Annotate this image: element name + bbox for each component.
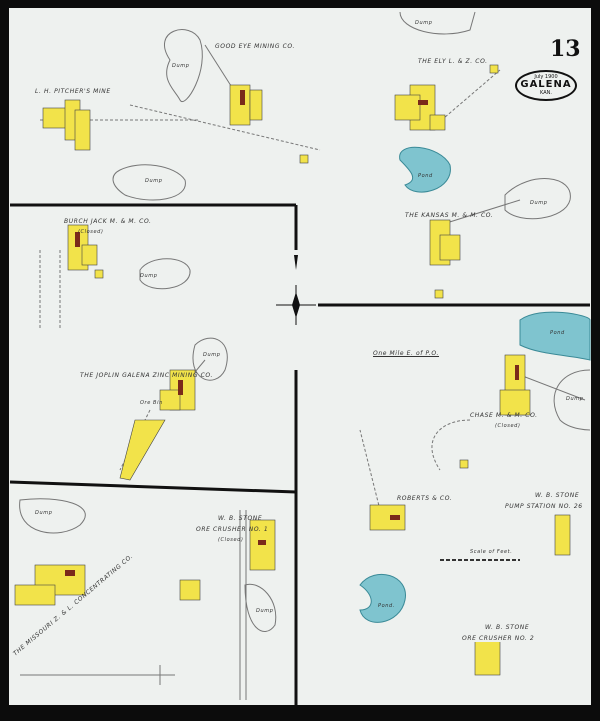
building: [94, 269, 104, 279]
label-dump: Dump: [415, 20, 433, 26]
label-pond: Pond: [550, 330, 565, 336]
label-dump: Dump: [203, 352, 221, 358]
label-crusher1-status: (Closed): [218, 537, 244, 543]
label-pond: Pond: [418, 173, 433, 179]
ponds: [359, 146, 591, 623]
label-ore-bin: Ore Bin: [140, 400, 163, 406]
building: [42, 107, 69, 129]
building: [394, 94, 421, 121]
label-pond: Pond.: [378, 603, 396, 609]
brick-structures: [65, 90, 519, 576]
label-kansas: The Kansas M. & M. Co.: [405, 212, 494, 219]
dump-outline: [112, 164, 186, 201]
building: [554, 514, 571, 556]
dump-outline: [399, 11, 476, 35]
label-burch-status: (Closed): [78, 229, 104, 235]
label-one-mile: One Mile E. of P.O.: [373, 350, 440, 357]
pond: [399, 146, 451, 193]
label-roberts: Roberts & Co.: [397, 495, 453, 502]
label-crusher1: W. B. Stone: [218, 515, 263, 522]
label-pitcher: L. H. Pitcher's Mine: [35, 88, 111, 95]
building: [81, 244, 98, 266]
label-joplin: The Joplin Galena Zinc Mining Co.: [80, 372, 213, 379]
label-burch: Burch Jack M. & M. Co.: [64, 218, 152, 225]
label-chase: Chase M. & M. Co.: [470, 412, 538, 419]
building: [429, 114, 446, 131]
label-dump: Dump: [566, 396, 584, 402]
building: [159, 389, 181, 411]
building: [439, 234, 461, 261]
divider-line: [9, 480, 297, 494]
label-dump: Dump: [530, 200, 548, 206]
map-sheet: [9, 8, 591, 705]
dump-outline: [192, 337, 228, 381]
building: [179, 579, 201, 601]
building: [119, 419, 166, 481]
building: [299, 154, 309, 164]
dump-outline: [244, 583, 277, 632]
dump-outline: [139, 258, 191, 290]
cartouche-state: KAN.: [540, 90, 552, 96]
label-good-eye: Good Eye Mining Co.: [215, 43, 296, 50]
building: [14, 584, 56, 606]
cartouche-date: July 1900: [534, 74, 558, 80]
building: [489, 64, 499, 74]
label-crusher2: W. B. Stone: [485, 624, 530, 631]
label-pump: W. B. Stone: [535, 492, 580, 499]
pond: [519, 311, 591, 361]
dump-outline: [19, 498, 86, 534]
label-dump: Dump: [145, 178, 163, 184]
pond: [359, 573, 406, 623]
building: [459, 459, 469, 469]
label-dump: Dump: [140, 273, 158, 279]
label-dump: Dump: [35, 510, 53, 516]
sheet-number: 13: [550, 36, 581, 62]
label-crusher1-b: Ore Crusher No. 1: [196, 526, 269, 533]
label-chase-status: (Closed): [495, 423, 521, 429]
label-crusher2-b: Ore Crusher No. 2: [462, 635, 535, 642]
label-scale: Scale of Feet.: [470, 549, 513, 555]
title-cartouche: July 1900 GALENA KAN.: [515, 70, 577, 101]
cartouche-city: GALENA: [520, 79, 572, 90]
label-ely: The Ely L. & Z. Co.: [418, 58, 488, 65]
building: [74, 109, 91, 151]
building: [474, 639, 501, 676]
dump-outline: [553, 369, 591, 431]
dump-outline: [504, 178, 571, 220]
label-dump: Dump: [172, 63, 190, 69]
label-pump-b: Pump Station No. 26: [505, 503, 583, 510]
building: [434, 289, 444, 299]
building: [249, 89, 263, 121]
dump-outline: [163, 29, 203, 103]
north-arrow-icon: [276, 255, 316, 325]
label-dump: Dump: [256, 608, 274, 614]
building: [499, 389, 531, 416]
